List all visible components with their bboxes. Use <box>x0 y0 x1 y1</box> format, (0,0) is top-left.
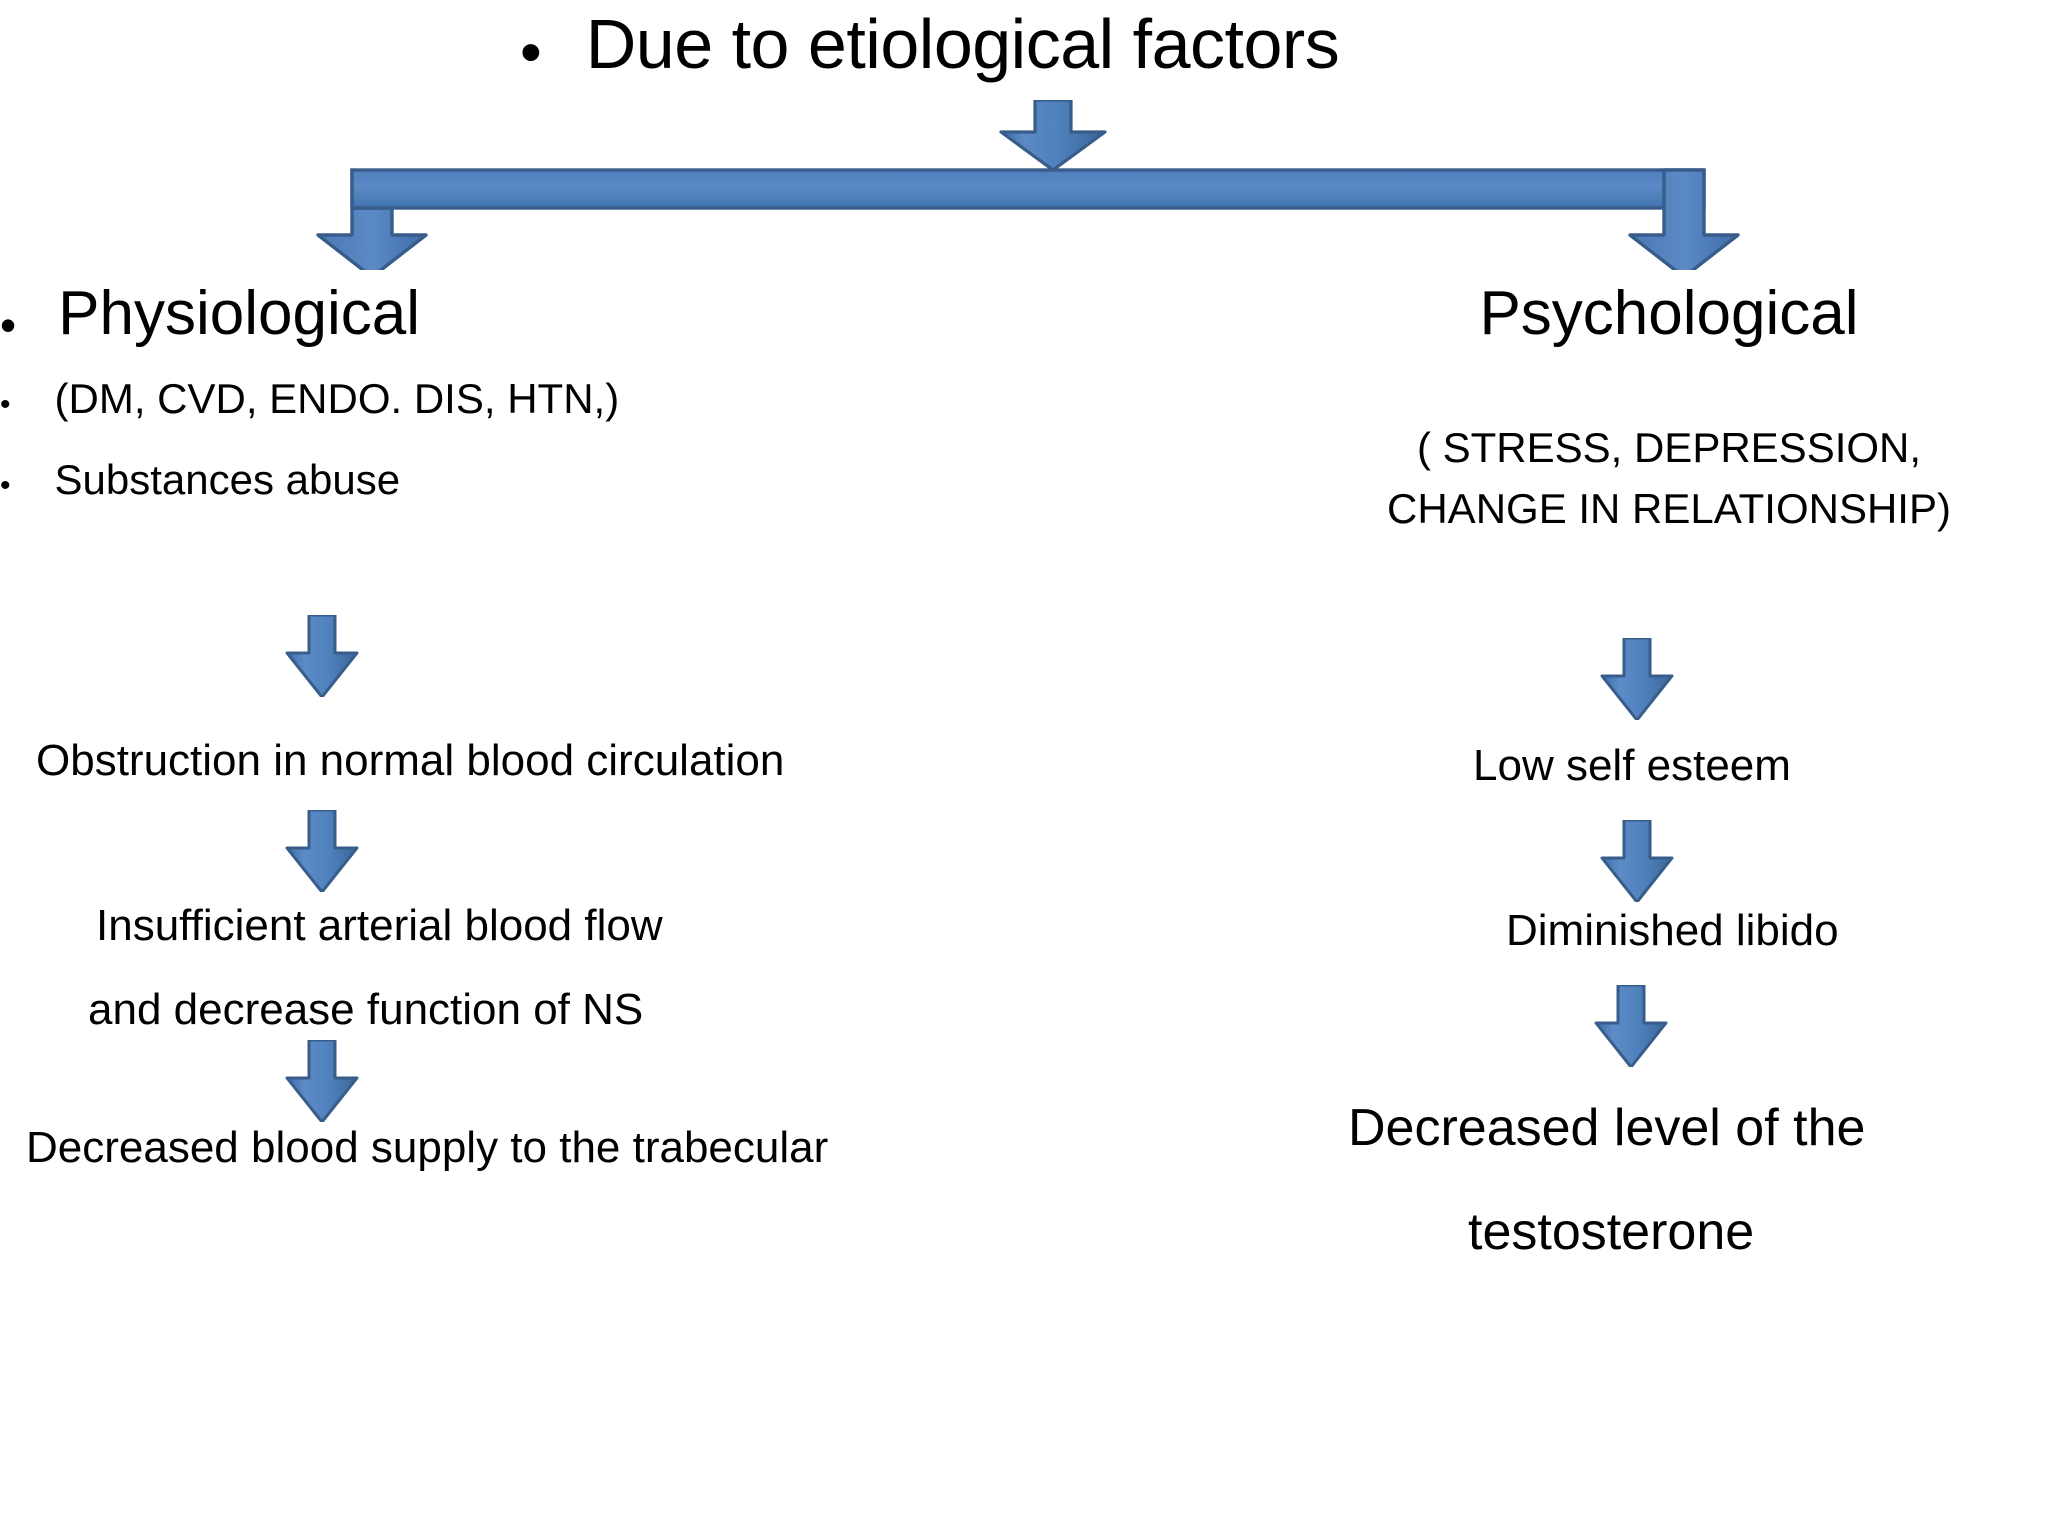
left-step-3: and decrease function of NS <box>88 985 644 1034</box>
left-cause-2-label: Substances abuse <box>54 455 401 503</box>
title-bullet-icon: • <box>520 18 542 87</box>
right-step-1: Low self esteem <box>1473 741 1791 790</box>
left-cause-2: • Substances abuse <box>0 455 1060 505</box>
right-heading-label: Psychological <box>1479 279 1859 348</box>
right-branch-column: Psychological ( STRESS, DEPRESSION, CHAN… <box>1290 279 2048 540</box>
left-heading-label: Physiological <box>58 279 420 348</box>
arrow-down-right-branch <box>1628 168 1740 270</box>
right-step-4: testosterone <box>1468 1203 1755 1261</box>
arrow-down-icon <box>1594 985 1668 1067</box>
left-heading: • Physiological <box>0 279 1060 351</box>
slide-title: • Due to etiological factors <box>520 5 1580 87</box>
right-cause-line-2: CHANGE IN RELATIONSHIP) <box>1387 485 1951 533</box>
arrow-down-icon <box>285 1040 359 1122</box>
page-title: Due to etiological factors <box>585 5 1340 83</box>
bullet-icon: • <box>0 388 11 422</box>
connector-bar <box>350 168 1706 210</box>
left-step-2: Insufficient arterial blood flow <box>96 901 663 950</box>
right-cause-line-1: ( STRESS, DEPRESSION, <box>1416 424 1922 472</box>
left-cause-1: • (DM, CVD, ENDO. DIS, HTN,) <box>0 374 1060 424</box>
bullet-icon: • <box>0 468 11 502</box>
left-step-4: Decreased blood supply to the trabecular <box>26 1123 829 1172</box>
right-causes: ( STRESS, DEPRESSION, CHANGE IN RELATION… <box>1290 418 2048 540</box>
split-arrow-connector <box>316 168 1740 270</box>
left-cause-1-label: (DM, CVD, ENDO. DIS, HTN,) <box>54 375 620 423</box>
right-step-3: Decreased level of the <box>1348 1099 1866 1157</box>
arrow-down-icon <box>285 615 359 697</box>
arrow-down-icon <box>1600 820 1674 902</box>
left-branch-column: • Physiological • (DM, CVD, ENDO. DIS, H… <box>0 279 1060 505</box>
left-step-1: Obstruction in normal blood circulation <box>36 736 785 785</box>
arrow-down-icon <box>999 100 1107 170</box>
arrow-down-icon <box>1600 638 1674 720</box>
right-step-2: Diminished libido <box>1506 906 1839 955</box>
arrow-down-icon <box>285 810 359 892</box>
bullet-icon: • <box>0 299 17 351</box>
